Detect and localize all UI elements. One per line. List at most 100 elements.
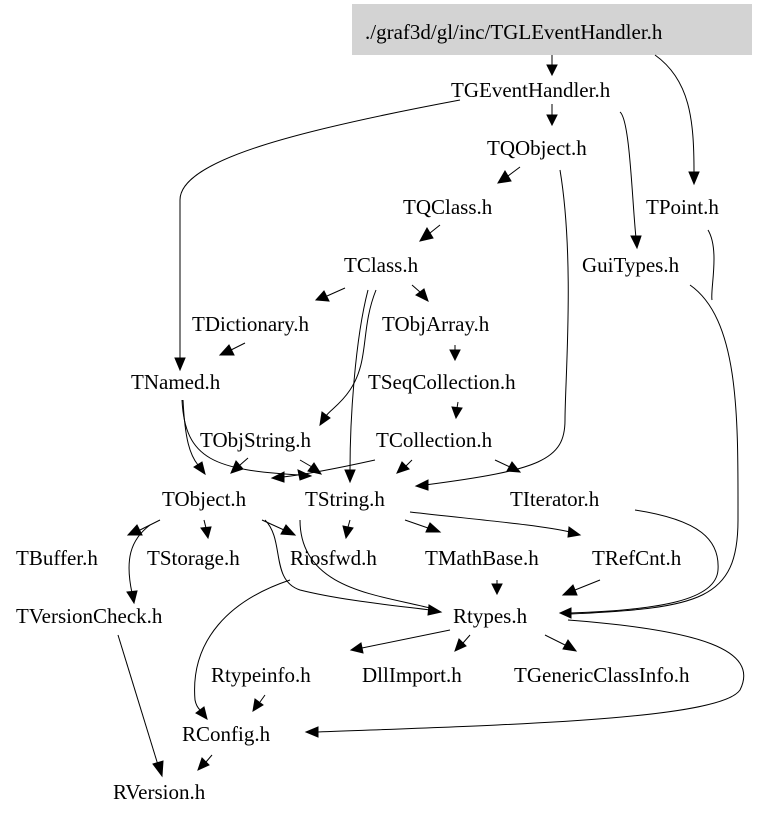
- edge-tstring-riosfwd: [347, 519, 351, 528]
- arrowhead: [200, 526, 212, 540]
- arrowhead: [344, 469, 356, 484]
- arrowhead: [451, 406, 463, 420]
- node-tbuffer[interactable]: TBuffer.h: [16, 546, 98, 570]
- edge-tstring-rtypes: [299, 519, 431, 609]
- edge-tversioncheck-rversion: [117, 634, 159, 766]
- node-rtypes[interactable]: Rtypes.h: [453, 604, 528, 628]
- edge-rtypes-rtypeinfo: [361, 629, 451, 649]
- arrowhead: [270, 471, 285, 483]
- edge-rtypes-tgenericclassinfo: [544, 634, 566, 646]
- node-tqobject[interactable]: TQObject.h: [487, 136, 587, 160]
- node-tnamed[interactable]: TNamed.h: [131, 370, 221, 394]
- arrowhead: [506, 461, 522, 473]
- node-tqclass[interactable]: TQClass.h: [403, 195, 493, 219]
- edge-trefcnt-rtypes: [574, 579, 601, 591]
- node-tgeventhandler[interactable]: TGEventHandler.h: [451, 78, 611, 102]
- arrowhead: [688, 171, 700, 186]
- edge-tobject-rtypes: [264, 519, 431, 611]
- edge-tobject-tstorage: [203, 519, 207, 529]
- node-tgenericclassinfo[interactable]: TGenericClassInfo.h: [514, 663, 690, 687]
- node-tclass[interactable]: TClass.h: [344, 253, 419, 277]
- arrowhead: [280, 524, 297, 536]
- arrowhead: [414, 479, 429, 491]
- node-tobjstring[interactable]: TObjString.h: [200, 428, 312, 452]
- arrowhead: [546, 64, 558, 77]
- node-tmathbase[interactable]: TMathBase.h: [425, 546, 539, 570]
- arrowhead: [319, 411, 331, 427]
- node-trefcnt[interactable]: TRefCnt.h: [592, 546, 682, 570]
- edge-tgeventhandler-guitypes: [619, 111, 637, 239]
- node-riosfwd[interactable]: Riosfwd.h: [290, 546, 377, 570]
- node-tversioncheck[interactable]: TVersionCheck.h: [16, 604, 163, 628]
- node-dllimport[interactable]: DllImport.h: [362, 663, 462, 687]
- node-tobjarray[interactable]: TObjArray.h: [382, 312, 490, 336]
- arrowhead: [497, 170, 512, 184]
- node-tstorage[interactable]: TStorage.h: [147, 546, 240, 570]
- edge-tobjstring-tstring: [299, 459, 313, 468]
- arrowhead: [349, 642, 364, 654]
- arrowhead: [197, 757, 210, 771]
- edge-tstring-tmathbase: [404, 519, 429, 529]
- arrowhead: [396, 461, 410, 474]
- arrowhead: [630, 235, 642, 250]
- edge-tobject-tversioncheck: [128, 524, 151, 594]
- node-tcollection[interactable]: TCollection.h: [376, 428, 493, 452]
- edge-tcollection-titerator: [494, 459, 511, 468]
- node-tpoint[interactable]: TPoint.h: [646, 195, 719, 219]
- edge-tnamed-tobject: [182, 399, 199, 466]
- arrowhead: [152, 760, 164, 778]
- arrowhead: [342, 525, 354, 540]
- arrowhead: [126, 524, 143, 536]
- edge-tstring-trefcnt: [409, 511, 571, 533]
- arrowhead: [546, 114, 558, 127]
- edge-tdictionary-tnamed: [230, 342, 246, 351]
- arrowhead: [252, 698, 264, 712]
- edge-tclass-tobjarray: [411, 284, 421, 293]
- node-guitypes[interactable]: GuiTypes.h: [582, 253, 680, 277]
- edge-tcollection-tstring: [405, 459, 413, 467]
- edge-tclass-tdictionary: [326, 287, 346, 297]
- edge-tqclass-tclass: [429, 224, 441, 234]
- edge-rtypeinfo-rconfig: [259, 694, 266, 703]
- edge-tclass-tobjstring: [325, 289, 377, 417]
- node-root[interactable]: ./graf3d/gl/inc/TGLEventHandler.h: [365, 20, 663, 44]
- edge-tnamed-tstring: [181, 399, 301, 476]
- arrowhead: [454, 638, 467, 652]
- arrowhead: [314, 290, 330, 302]
- arrowhead: [304, 726, 319, 738]
- edge-tseqcollection-tcollection: [456, 401, 459, 409]
- node-titerator[interactable]: TIterator.h: [510, 487, 600, 511]
- edge-tclass-tstring: [349, 289, 369, 471]
- arrowhead: [126, 590, 138, 605]
- edge-rconfig-rversion: [205, 754, 213, 763]
- arrowhead: [415, 288, 429, 302]
- node-rversion[interactable]: RVersion.h: [113, 780, 206, 804]
- root-node-box: [352, 4, 752, 55]
- arrowhead: [567, 526, 582, 538]
- edge-tobject-riosfwd: [261, 519, 285, 531]
- arrowhead: [218, 344, 235, 356]
- arrowhead: [562, 639, 578, 652]
- edge-tobjstring-tobject: [239, 457, 249, 466]
- edge-tgeventhandler-tnamed: [179, 99, 461, 358]
- edges-layer: [117, 54, 745, 778]
- arrowhead: [427, 604, 443, 616]
- arrowhead: [425, 522, 442, 533]
- arrowhead: [419, 226, 434, 242]
- nodes-layer: ./graf3d/gl/inc/TGLEventHandler.h TGEven…: [16, 20, 719, 804]
- node-tobject[interactable]: TObject.h: [162, 487, 247, 511]
- arrowhead: [193, 461, 206, 476]
- arrowhead: [558, 607, 572, 619]
- edge-tpoint-rtypes: [707, 229, 715, 301]
- edge-tqobject-tqclass: [507, 166, 521, 177]
- node-tstring[interactable]: TString.h: [305, 487, 385, 511]
- node-tseqcollection[interactable]: TSeqCollection.h: [368, 370, 516, 394]
- arrowhead: [449, 349, 461, 362]
- arrowhead: [491, 583, 503, 596]
- node-tdictionary[interactable]: TDictionary.h: [192, 312, 310, 336]
- node-rconfig[interactable]: RConfig.h: [182, 722, 271, 746]
- edge-titerator-rtypes: [569, 509, 719, 614]
- edge-guitypes-rtypes: [569, 284, 739, 615]
- node-rtypeinfo[interactable]: Rtypeinfo.h: [211, 663, 311, 687]
